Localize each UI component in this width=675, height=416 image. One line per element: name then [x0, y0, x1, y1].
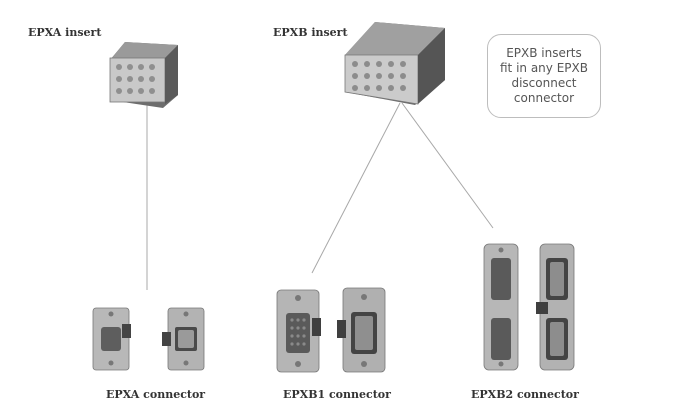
epxb2-connector-image [483, 243, 575, 371]
epxb1-connector-image [276, 287, 386, 373]
epxb2-connector-label: EPXB2 connector [471, 388, 579, 401]
epxb-insert-label: EPXB insert [273, 26, 348, 39]
epxa-connector-label: EPXA connector [106, 388, 206, 401]
epxa-insert-label: EPXA insert [28, 26, 102, 39]
leader-line-epxb1 [311, 102, 401, 274]
epxa-insert-image [109, 42, 178, 108]
callout-bubble: EPXB inserts fit in any EPXB disconnect … [487, 34, 601, 118]
epxb-insert-image [344, 22, 445, 105]
epxb1-connector-label: EPXB1 connector [283, 388, 391, 401]
epxa-connector-image [92, 307, 205, 371]
leader-line-epxb2 [401, 102, 494, 229]
callout-text: EPXB inserts fit in any EPXB disconnect … [500, 46, 588, 105]
